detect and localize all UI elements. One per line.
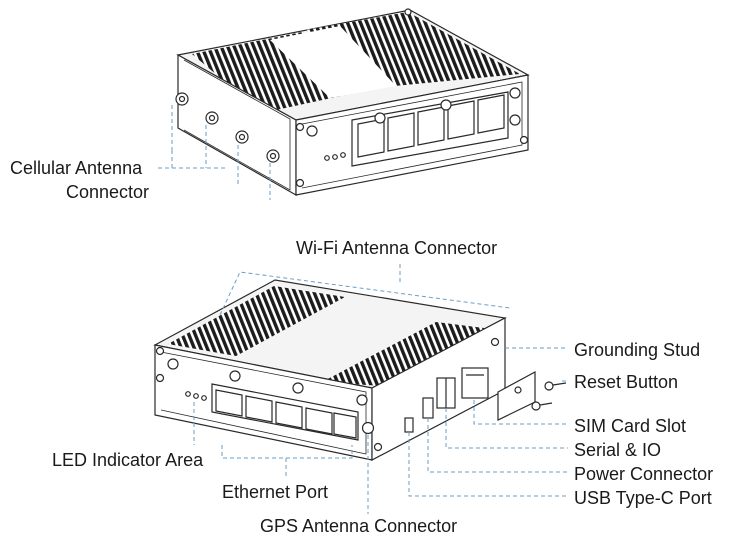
ethernet-ports-top [351,91,509,167]
label-power-connector: Power Connector [574,464,714,484]
router-bottom-view [153,279,567,461]
loose-screws-icon [531,381,567,411]
router-top-view [175,8,530,197]
bottom-leader-lines [193,264,568,514]
label-ethernet-port: Ethernet Port [222,482,329,502]
label-led-indicator: LED Indicator Area [52,450,204,470]
label-wifi-antenna: Wi-Fi Antenna Connector [296,238,498,258]
label-gps-antenna: GPS Antenna Connector [260,516,458,536]
cellular-antenna-connectors [175,92,280,163]
label-serial-io: Serial & IO [574,440,662,460]
ethernet-ports [211,383,359,441]
label-grounding-stud: Grounding Stud [574,340,701,360]
label-usb-type-c: USB Type-C Port [574,488,712,508]
label-cellular-line1: Cellular Antenna [10,158,143,178]
label-sim-card-slot: SIM Card Slot [574,416,687,436]
label-reset-button: Reset Button [574,372,679,392]
cellular-leader-lines [158,105,271,200]
label-cellular-line2: Connector [66,182,150,202]
